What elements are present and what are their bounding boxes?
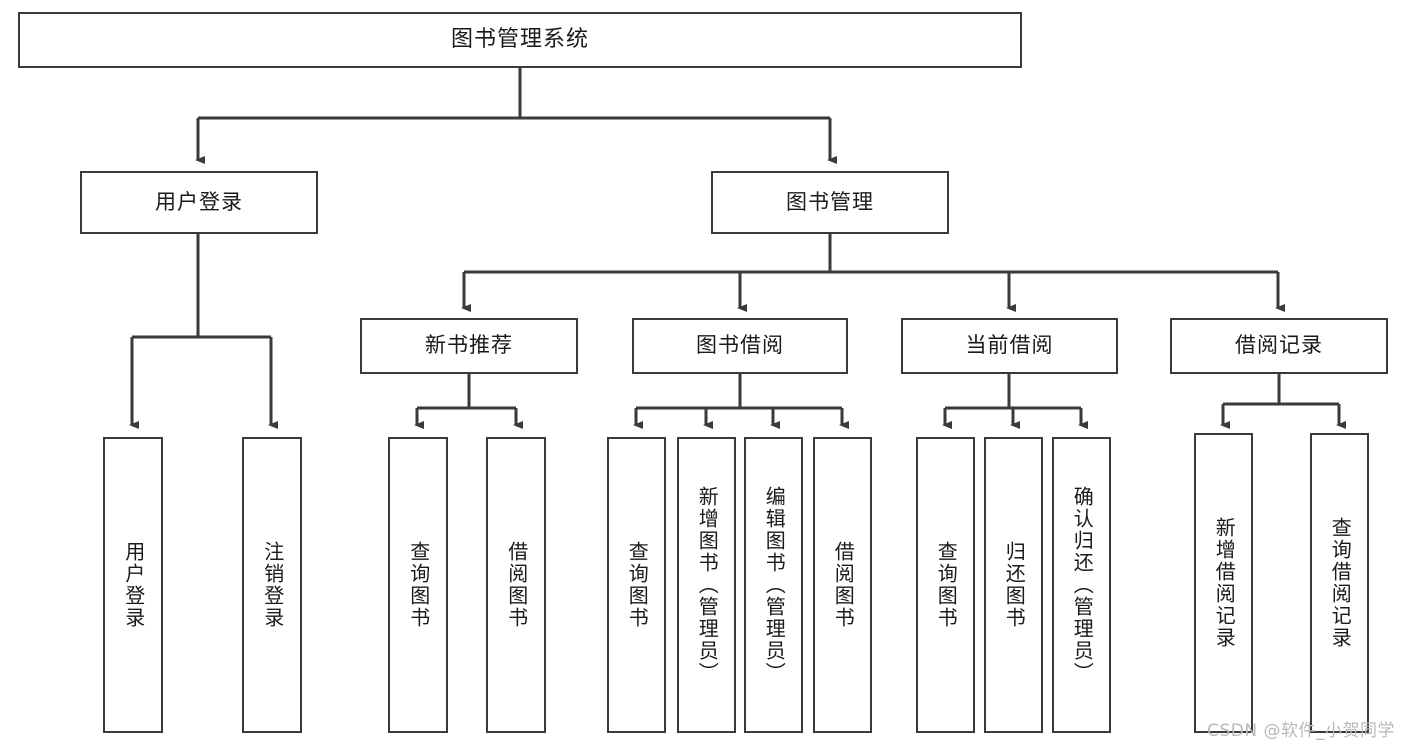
leaf-book-borrow-query[interactable]: 查询图书 [607,437,666,733]
leaf-borrow-record-query[interactable]: 查询借阅记录 [1310,433,1369,733]
leaf-label: 确认归还（管理员） [1070,486,1095,684]
leaf-label: 借阅图书 [831,541,856,629]
leaf-user-login-login[interactable]: 用户登录 [103,437,163,733]
leaf-new-book-borrow[interactable]: 借阅图书 [486,437,546,733]
leaf-borrow-record-add[interactable]: 新增借阅记录 [1194,433,1253,733]
leaf-current-borrow-query[interactable]: 查询图书 [916,437,975,733]
leaf-label: 借阅图书 [504,541,529,629]
node-borrow-record[interactable]: 借阅记录 [1170,318,1388,374]
node-book-management[interactable]: 图书管理 [711,171,949,234]
leaf-label: 查询图书 [625,541,650,629]
leaf-label: 新增借阅记录 [1212,517,1237,649]
leaf-label: 查询图书 [934,541,959,629]
leaf-book-borrow-edit[interactable]: 编辑图书（管理员） [744,437,803,733]
node-user-login[interactable]: 用户登录 [80,171,318,234]
node-root-system[interactable]: 图书管理系统 [18,12,1022,68]
leaf-label: 用户登录 [121,541,146,629]
leaf-user-login-logout[interactable]: 注销登录 [242,437,302,733]
leaf-label: 注销登录 [260,541,285,629]
leaf-label: 查询借阅记录 [1328,517,1353,649]
leaf-current-borrow-confirm[interactable]: 确认归还（管理员） [1052,437,1111,733]
leaf-label: 新增图书（管理员） [695,486,720,684]
leaf-current-borrow-return[interactable]: 归还图书 [984,437,1043,733]
watermark-text: CSDN @软件_小贺同学 [1207,721,1395,741]
node-new-book-recommend[interactable]: 新书推荐 [360,318,578,374]
leaf-new-book-query[interactable]: 查询图书 [388,437,448,733]
leaf-label: 编辑图书（管理员） [762,486,787,684]
leaf-book-borrow-add[interactable]: 新增图书（管理员） [677,437,736,733]
node-current-borrow[interactable]: 当前借阅 [901,318,1118,374]
node-book-borrow[interactable]: 图书借阅 [632,318,848,374]
leaf-book-borrow-lend[interactable]: 借阅图书 [813,437,872,733]
leaf-label: 归还图书 [1002,541,1027,629]
leaf-label: 查询图书 [406,541,431,629]
